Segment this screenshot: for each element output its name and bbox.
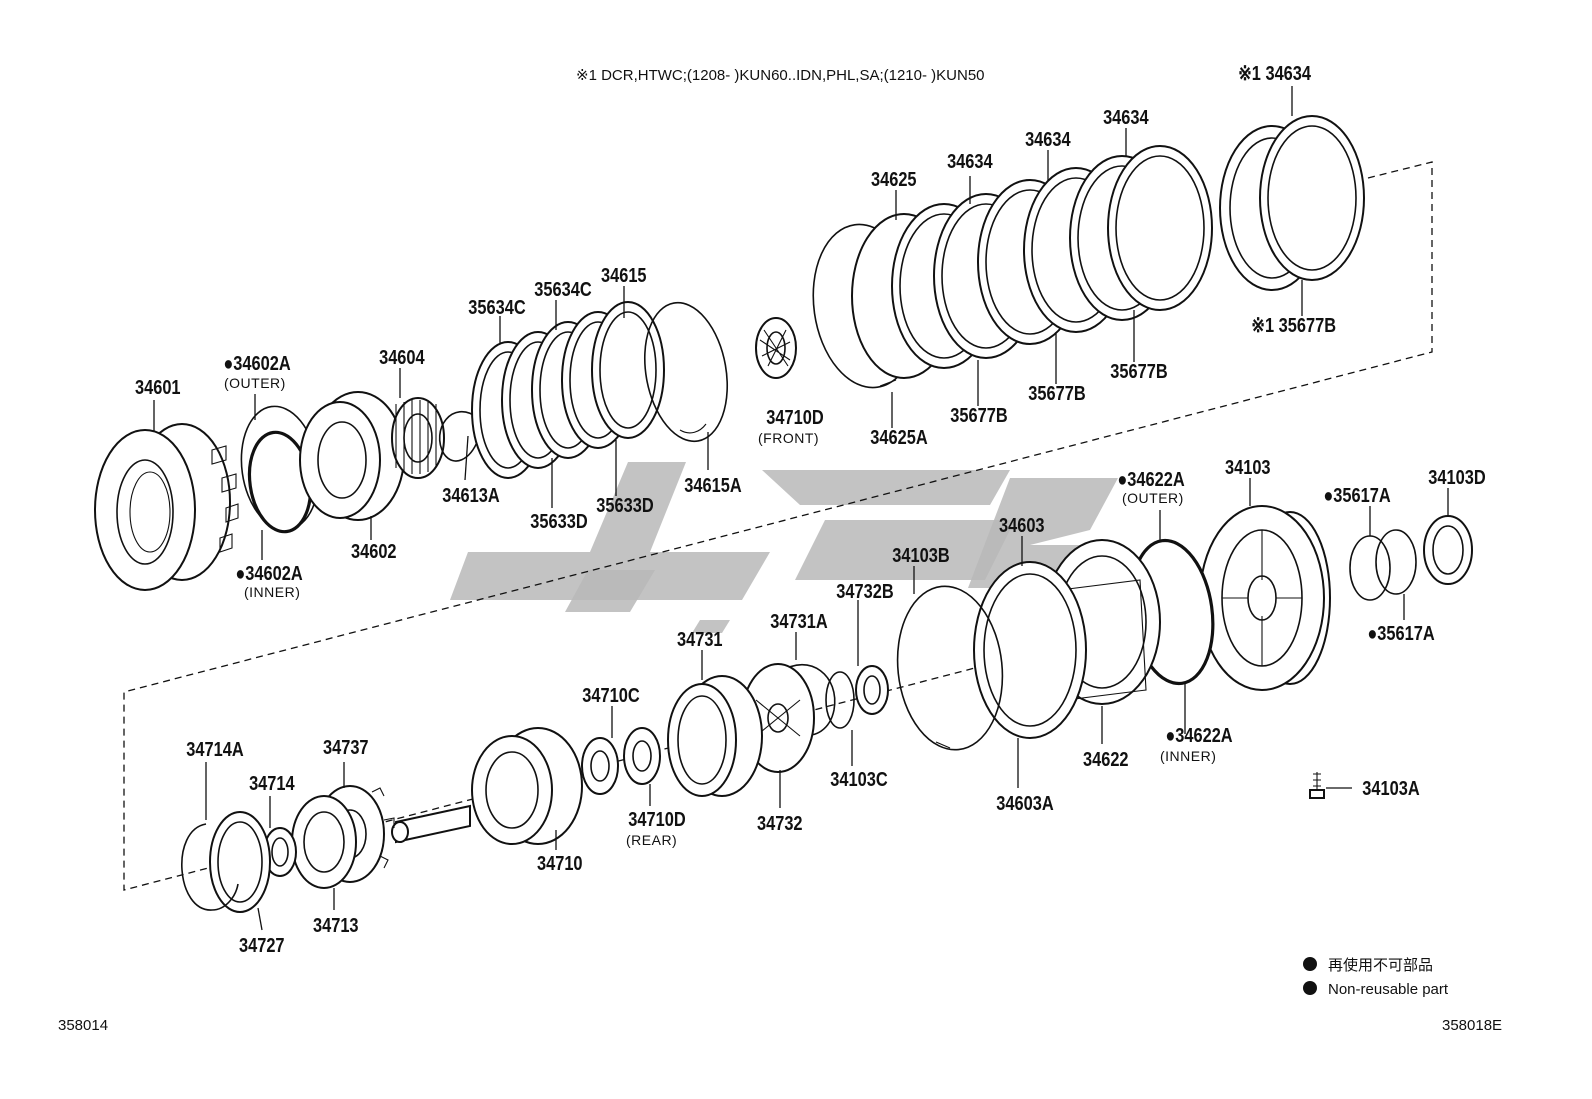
label-35634C-a: 35634C bbox=[468, 295, 525, 318]
part-34710D-front-bearing bbox=[755, 317, 797, 379]
label-35633D-b: 35633D bbox=[596, 493, 653, 516]
label-34731A: 34731A bbox=[770, 609, 827, 632]
label-34713: 34713 bbox=[313, 913, 359, 936]
label-34622A-inner: ●34622A bbox=[1165, 723, 1232, 746]
part-34602-piston bbox=[299, 391, 405, 521]
label-34103C: 34103C bbox=[830, 767, 887, 790]
part-34731A-snap bbox=[779, 663, 836, 736]
label-34603: 34603 bbox=[999, 513, 1045, 536]
part-34732B-bearing bbox=[855, 665, 889, 715]
label-34732: 34732 bbox=[757, 811, 803, 834]
part-clutch-pack-right bbox=[851, 145, 1213, 379]
label-35677B-b: 35677B bbox=[1028, 381, 1085, 404]
part-34103D-washer bbox=[1423, 515, 1473, 585]
label-34714A: 34714A bbox=[186, 737, 243, 760]
legend-text-jp: 再使用不可部品 bbox=[1328, 957, 1433, 974]
part-34103B-band bbox=[896, 585, 1004, 751]
label-34615: 34615 bbox=[601, 263, 647, 286]
legend-bullet-icon bbox=[1303, 981, 1317, 995]
label-34603A: 34603A bbox=[996, 791, 1053, 814]
label-34622A-outer-sub: (OUTER) bbox=[1122, 490, 1184, 506]
label-34601: 34601 bbox=[135, 375, 181, 398]
label-34625A: 34625A bbox=[870, 425, 927, 448]
part-34613A-snap-ring bbox=[438, 410, 479, 462]
label-34602: 34602 bbox=[351, 539, 397, 562]
label-34634-top: ※1 34634 bbox=[1238, 61, 1312, 84]
part-34603-drum bbox=[973, 561, 1087, 739]
part-34731-ring-gear bbox=[667, 675, 763, 797]
part-34713-gear bbox=[291, 795, 357, 889]
label-35677B-d: ※1 35677B bbox=[1251, 313, 1336, 336]
label-34103: 34103 bbox=[1225, 455, 1271, 478]
label-34625: 34625 bbox=[871, 167, 917, 190]
legend-bullet-icon bbox=[1303, 957, 1317, 971]
label-34732B: 34732B bbox=[836, 579, 893, 602]
label-34731: 34731 bbox=[677, 627, 723, 650]
label-34622A-inner-sub: (INNER) bbox=[1160, 748, 1216, 764]
label-34602A-outer: ●34602A bbox=[223, 351, 290, 374]
label-34634-c: 34634 bbox=[1103, 105, 1149, 128]
part-34634-top-plates bbox=[1219, 115, 1365, 291]
part-34601-drum bbox=[94, 423, 239, 591]
label-35633D-a: 35633D bbox=[530, 509, 587, 532]
label-34737: 34737 bbox=[323, 735, 369, 758]
label-34710: 34710 bbox=[537, 851, 583, 874]
figure-code-left: 358014 bbox=[58, 1017, 108, 1034]
label-34710C: 34710C bbox=[582, 683, 639, 706]
part-34714-bearing bbox=[263, 827, 297, 877]
label-34634-b: 34634 bbox=[1025, 127, 1071, 150]
label-34602A-outer-sub: (OUTER) bbox=[224, 375, 286, 391]
part-34615-plate bbox=[643, 301, 729, 443]
label-34103B: 34103B bbox=[892, 543, 949, 566]
label-34634-a: 34634 bbox=[947, 149, 993, 172]
label-34602A-inner-sub: (INNER) bbox=[244, 584, 300, 600]
figure-code-right: 358018E bbox=[1442, 1017, 1502, 1034]
label-34615A: 34615A bbox=[684, 473, 741, 496]
part-clutch-pack-upper bbox=[471, 301, 665, 479]
label-34710D-rear-sub: (REAR) bbox=[626, 832, 677, 848]
part-34727-plate bbox=[209, 811, 271, 913]
model-note: ※1 DCR,HTWC;(1208- )KUN60..IDN,PHL,SA;(1… bbox=[576, 67, 985, 84]
part-34710C-washer bbox=[581, 737, 619, 795]
legend: 再使用不可部品 Non-reusable part bbox=[1303, 957, 1449, 998]
label-34710D-front-sub: (FRONT) bbox=[758, 430, 819, 446]
label-35677B-a: 35677B bbox=[950, 403, 1007, 426]
label-34103A: 34103A bbox=[1362, 776, 1419, 799]
label-34602A-inner: ●34602A bbox=[235, 561, 302, 584]
label-34727: 34727 bbox=[239, 933, 285, 956]
part-34710-shaft-gear bbox=[391, 727, 583, 845]
part-34710D-rear-washer bbox=[623, 727, 661, 785]
watermark-logo bbox=[450, 462, 1118, 633]
part-34103A-bolt bbox=[1309, 772, 1325, 799]
part-34714A-snap bbox=[181, 823, 239, 911]
part-34103-housing bbox=[1199, 505, 1331, 691]
label-34710D-front: 34710D bbox=[766, 405, 823, 428]
label-34714: 34714 bbox=[249, 771, 295, 794]
leader-lines bbox=[153, 86, 1449, 931]
legend-text-en: Non-reusable part bbox=[1328, 981, 1449, 998]
label-35617A-a: ●35617A bbox=[1323, 483, 1390, 506]
label-34622: 34622 bbox=[1083, 747, 1129, 770]
label-34710D-rear: 34710D bbox=[628, 807, 685, 830]
label-34103D: 34103D bbox=[1428, 465, 1485, 488]
label-35634C-b: 35634C bbox=[534, 277, 591, 300]
label-35617A-b: ●35617A bbox=[1367, 621, 1434, 644]
part-34604-spring bbox=[391, 397, 445, 479]
part-35617A-seal-rings bbox=[1349, 529, 1417, 601]
label-35677B-c: 35677B bbox=[1110, 359, 1167, 382]
label-34613A: 34613A bbox=[442, 483, 499, 506]
label-34622A-outer: ●34622A bbox=[1117, 467, 1184, 490]
part-34103C-ring bbox=[825, 671, 855, 729]
label-34604: 34604 bbox=[379, 345, 425, 368]
